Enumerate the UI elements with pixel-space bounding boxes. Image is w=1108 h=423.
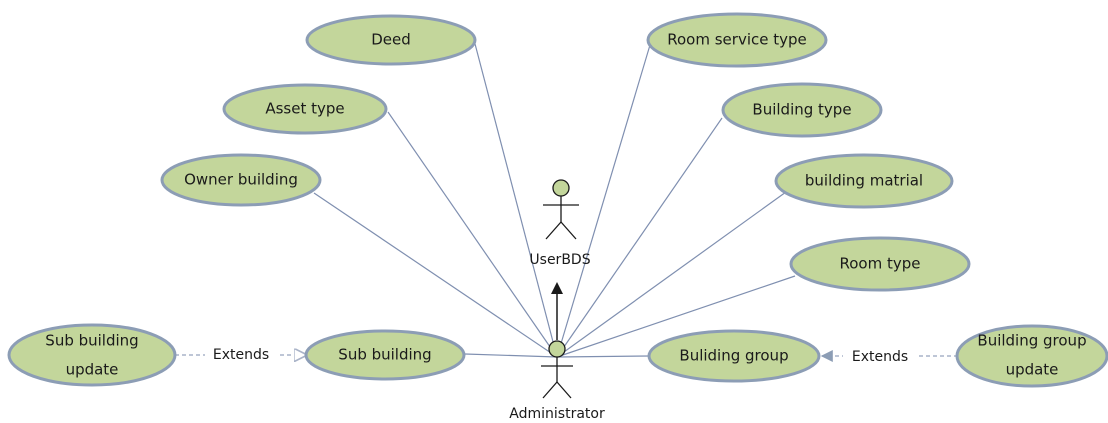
svg-text:Room type: Room type: [840, 255, 921, 273]
assoc-buliding-group: [556, 355, 651, 358]
svg-text:building matrial: building matrial: [805, 172, 923, 190]
usecase-room-service-type[interactable]: Room service type: [646, 12, 828, 68]
svg-text:Deed: Deed: [371, 31, 411, 49]
svg-text:Buliding group: Buliding group: [679, 347, 788, 365]
association-lines: [313, 39, 796, 358]
svg-text:Building type: Building type: [752, 101, 851, 119]
usecase-sub-building-update[interactable]: Sub building update: [7, 323, 177, 387]
usecase-asset-type[interactable]: Asset type: [222, 83, 388, 135]
usecase-building-matrial[interactable]: building matrial: [774, 153, 954, 209]
svg-text:update: update: [66, 361, 119, 379]
svg-text:Asset type: Asset type: [265, 100, 344, 118]
assoc-room-type: [556, 275, 796, 358]
assoc-asset-type: [387, 111, 558, 358]
svg-text:Sub building: Sub building: [45, 332, 138, 350]
usecase-sub-building[interactable]: Sub building: [304, 329, 466, 381]
generalization-arrow: [551, 282, 563, 340]
svg-text:update: update: [1006, 361, 1059, 379]
assoc-sub-building: [464, 353, 558, 358]
assoc-building-type: [556, 117, 723, 358]
extends-left-label: Extends: [213, 347, 269, 363]
usecase-deed[interactable]: Deed: [305, 14, 477, 66]
actor-userbds-label: UserBDS: [529, 252, 590, 268]
actor-userbds-head: [552, 179, 570, 197]
usecase-buliding-group[interactable]: Buliding group: [647, 329, 821, 383]
svg-text:Building group: Building group: [977, 332, 1086, 350]
assoc-building-matrial: [556, 191, 787, 358]
actor-userbds[interactable]: UserBDS: [529, 179, 591, 268]
extends-right-relation: Extends: [820, 346, 958, 366]
usecase-owner-building[interactable]: Owner building: [160, 153, 322, 207]
extends-right-label: Extends: [852, 349, 908, 365]
extends-left-relation: Extends: [175, 345, 306, 365]
actor-administrator-head: [548, 340, 566, 358]
svg-text:Sub building: Sub building: [338, 346, 431, 364]
assoc-room-service-type: [556, 44, 651, 358]
actor-administrator[interactable]: Administrator: [509, 340, 605, 422]
usecase-building-type[interactable]: Building type: [721, 82, 883, 138]
usecase-room-type[interactable]: Room type: [789, 236, 971, 292]
assoc-deed: [473, 39, 558, 358]
assoc-owner-building: [313, 192, 558, 358]
svg-text:Owner building: Owner building: [184, 171, 298, 189]
usecase-building-group-update[interactable]: Building group update: [955, 324, 1108, 388]
actor-administrator-label: Administrator: [509, 406, 605, 422]
svg-text:Room service type: Room service type: [667, 31, 807, 49]
